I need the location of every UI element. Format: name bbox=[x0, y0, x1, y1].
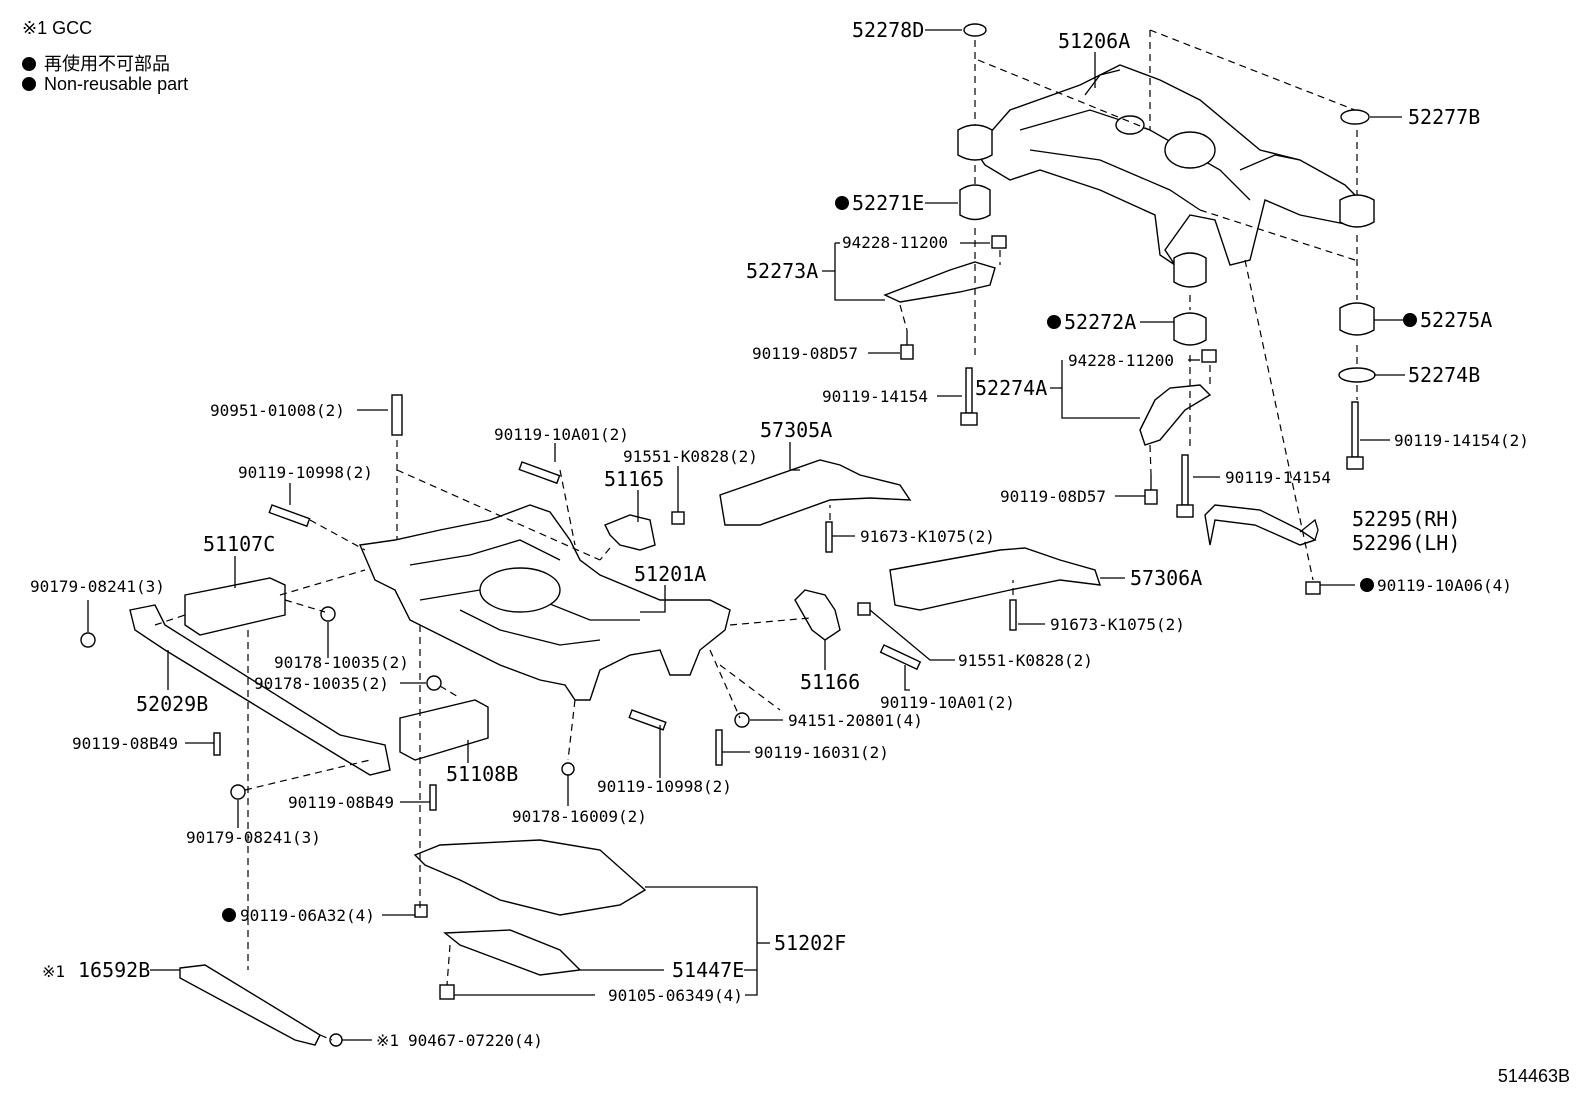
label-52275A: 52275A bbox=[1420, 308, 1492, 332]
label-91673-K1075-b: 91673-K1075(2) bbox=[1050, 615, 1185, 634]
insulator-16592B bbox=[179, 964, 321, 1046]
stopper-52277B bbox=[1340, 109, 1370, 125]
label-90119-06A32: 90119-06A32(4) bbox=[240, 906, 375, 925]
non-reusable-dot-icon bbox=[1360, 578, 1374, 592]
label-91551-K0828-b: 91551-K0828(2) bbox=[958, 651, 1093, 670]
bracket-51166 bbox=[794, 589, 841, 641]
label-52277B: 52277B bbox=[1408, 105, 1480, 129]
label-90119-08D57-b: 90119-08D57 bbox=[1000, 487, 1106, 506]
label-51447E: 51447E bbox=[672, 958, 744, 982]
bushing-52275A bbox=[1339, 302, 1375, 336]
label-90178-16009: 90178-16009(2) bbox=[512, 807, 647, 826]
rear-bolts bbox=[900, 235, 1364, 595]
filled-dot-icon bbox=[22, 77, 36, 91]
bushing-52272A bbox=[1173, 312, 1207, 346]
label-90178-10035-a: 90178-10035(2) bbox=[274, 653, 409, 672]
non-reusable-dot-icon bbox=[1047, 315, 1061, 329]
legend-en-text: Non-reusable part bbox=[44, 74, 189, 94]
label-94228-11200-a: 94228-11200 bbox=[842, 233, 948, 252]
label-94228-11200-b: 94228-11200 bbox=[1068, 351, 1174, 370]
legend-jp-text: 再使用不可部品 bbox=[44, 54, 170, 74]
bracket-52274A bbox=[1139, 384, 1212, 446]
rear-bushing-upper-left bbox=[957, 124, 993, 161]
label-51107C: 51107C bbox=[203, 532, 275, 556]
label-51165: 51165 bbox=[604, 467, 664, 491]
bushing-rear-center bbox=[1173, 252, 1207, 288]
label-90119-14154-b: 90119-14154 bbox=[1225, 468, 1331, 487]
bracket-52273A bbox=[883, 261, 996, 303]
label-91551-K0828-a: 91551-K0828(2) bbox=[623, 447, 758, 466]
label-90119-10A06: 90119-10A06(4) bbox=[1377, 576, 1512, 595]
gcc-mark-a: ※1 bbox=[42, 962, 65, 981]
label-52272A: 52272A bbox=[1064, 310, 1136, 334]
label-16592B: 16592B bbox=[78, 958, 150, 982]
label-52278D: 52278D bbox=[852, 18, 924, 42]
cover-51202F bbox=[413, 839, 647, 916]
label-52271E: 52271E bbox=[852, 191, 924, 215]
front-fasteners bbox=[80, 394, 1017, 1047]
label-90119-08B49-a: 90119-08B49 bbox=[72, 734, 178, 753]
stopper-52274B bbox=[1338, 367, 1376, 383]
bushing-52271E bbox=[959, 184, 991, 221]
label-51166: 51166 bbox=[800, 670, 860, 694]
label-51201A: 51201A bbox=[634, 562, 706, 586]
cover-51447E bbox=[443, 929, 582, 976]
gcc-mark-b: ※1 bbox=[376, 1031, 399, 1050]
label-51108B: 51108B bbox=[446, 762, 518, 786]
label-90119-08D57-a: 90119-08D57 bbox=[752, 344, 858, 363]
label-51206A: 51206A bbox=[1058, 29, 1130, 53]
label-90951-01008: 90951-01008(2) bbox=[210, 401, 345, 420]
label-90179-08241-b: 90179-08241(3) bbox=[186, 828, 321, 847]
label-90467-07220: 90467-07220(4) bbox=[408, 1031, 543, 1050]
bushing-rear-right bbox=[1339, 194, 1375, 228]
label-52274A: 52274A bbox=[975, 376, 1047, 400]
figure-id: 514463B bbox=[1497, 1066, 1570, 1086]
box-51107C bbox=[184, 577, 286, 636]
label-90119-16031: 90119-16031(2) bbox=[754, 743, 889, 762]
legend-gcc: ※1 GCC bbox=[22, 18, 93, 38]
bracket-51165 bbox=[604, 514, 656, 551]
legend-non-reusable-en: Non-reusable part bbox=[22, 74, 188, 95]
box-51108B bbox=[399, 699, 489, 761]
label-57305A: 57305A bbox=[760, 418, 832, 442]
leader-lines bbox=[87, 29, 1405, 1041]
label-52295: 52295(RH) bbox=[1352, 507, 1460, 531]
label-90119-10A01-b: 90119-10A01(2) bbox=[880, 693, 1015, 712]
non-reusable-dot-icon bbox=[222, 908, 236, 922]
label-91673-K1075-a: 91673-K1075(2) bbox=[860, 527, 995, 546]
label-52296: 52296(LH) bbox=[1352, 531, 1460, 555]
rear-suspension-member-drawing bbox=[974, 64, 1361, 266]
label-51202F: 51202F bbox=[774, 931, 846, 955]
label-90119-10998-a: 90119-10998(2) bbox=[238, 463, 373, 482]
label-90119-10998-b: 90119-10998(2) bbox=[597, 777, 732, 796]
label-90179-08241-a: 90179-08241(3) bbox=[30, 577, 165, 596]
label-94151-20801: 94151-20801(4) bbox=[788, 711, 923, 730]
label-90119-14154-2: 90119-14154(2) bbox=[1394, 431, 1529, 450]
front-suspension-member-drawing bbox=[358, 504, 731, 701]
filled-dot-icon bbox=[22, 57, 36, 71]
non-reusable-dot-icon bbox=[1403, 313, 1417, 327]
label-52274B: 52274B bbox=[1408, 363, 1480, 387]
label-57306A: 57306A bbox=[1130, 566, 1202, 590]
brace-57305A bbox=[719, 459, 912, 526]
brace-57306A bbox=[889, 547, 1102, 611]
rear-stopper-52278D bbox=[963, 23, 987, 37]
legend-non-reusable-jp: 再使用不可部品 bbox=[22, 50, 170, 76]
crossmember-52029B bbox=[129, 604, 391, 776]
label-90178-10035-b: 90178-10035(2) bbox=[254, 674, 389, 693]
non-reusable-dot-icon bbox=[835, 196, 849, 210]
label-90119-08B49-b: 90119-08B49 bbox=[288, 793, 394, 812]
label-90119-10A01-a: 90119-10A01(2) bbox=[494, 425, 629, 444]
label-52273A: 52273A bbox=[746, 259, 818, 283]
label-90119-14154-a: 90119-14154 bbox=[822, 387, 928, 406]
label-90105-06349: 90105-06349(4) bbox=[608, 986, 743, 1005]
label-52029B: 52029B bbox=[136, 692, 208, 716]
